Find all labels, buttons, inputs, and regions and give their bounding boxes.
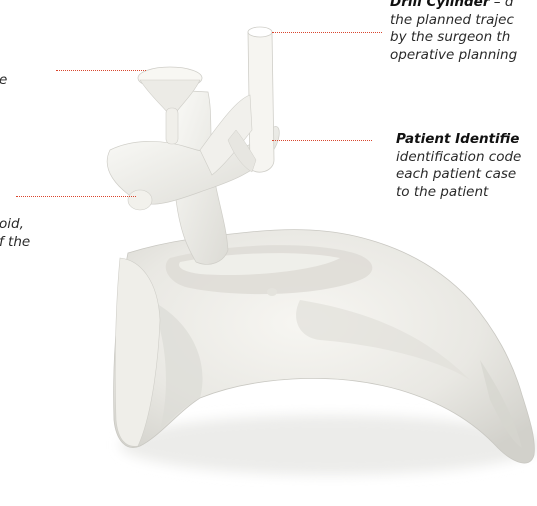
leader-line-patient-identifier bbox=[272, 140, 372, 141]
leader-line-left-lower bbox=[16, 196, 136, 197]
annotation-drill-cylinder-heading-suffix: – d bbox=[490, 0, 514, 10]
annotation-drill-cylinder-heading: Drill Cylinder bbox=[390, 0, 490, 10]
annotation-left-upper-line-1: e bbox=[0, 72, 7, 90]
annotation-left-lower-line-1: oid, bbox=[0, 216, 30, 234]
leader-line-drill-cylinder bbox=[272, 32, 382, 33]
annotation-left-lower-line-2: f the bbox=[0, 234, 30, 252]
annotation-drill-cylinder: Drill Cylinder – d the planned trajec by… bbox=[390, 0, 517, 64]
annotation-drill-cylinder-line-1: the planned trajec bbox=[390, 12, 517, 30]
annotation-patient-identifier-heading: Patient Identifie bbox=[396, 131, 521, 149]
annotation-left-lower: oid, f the bbox=[0, 216, 30, 251]
drill-cylinder bbox=[248, 29, 274, 172]
annotation-patient-identifier: Patient Identifie identification code ea… bbox=[396, 131, 521, 201]
annotation-patient-identifier-line-2: each patient case bbox=[396, 166, 521, 184]
annotation-patient-identifier-line-1: identification code bbox=[396, 149, 521, 167]
annotation-drill-cylinder-line-3: operative planning bbox=[390, 47, 517, 65]
annotation-drill-cylinder-line-2: by the surgeon th bbox=[390, 29, 517, 47]
annotation-patient-identifier-line-3: to the patient bbox=[396, 184, 521, 202]
annotation-left-upper: e bbox=[0, 72, 7, 90]
leader-line-left-upper bbox=[56, 70, 146, 71]
